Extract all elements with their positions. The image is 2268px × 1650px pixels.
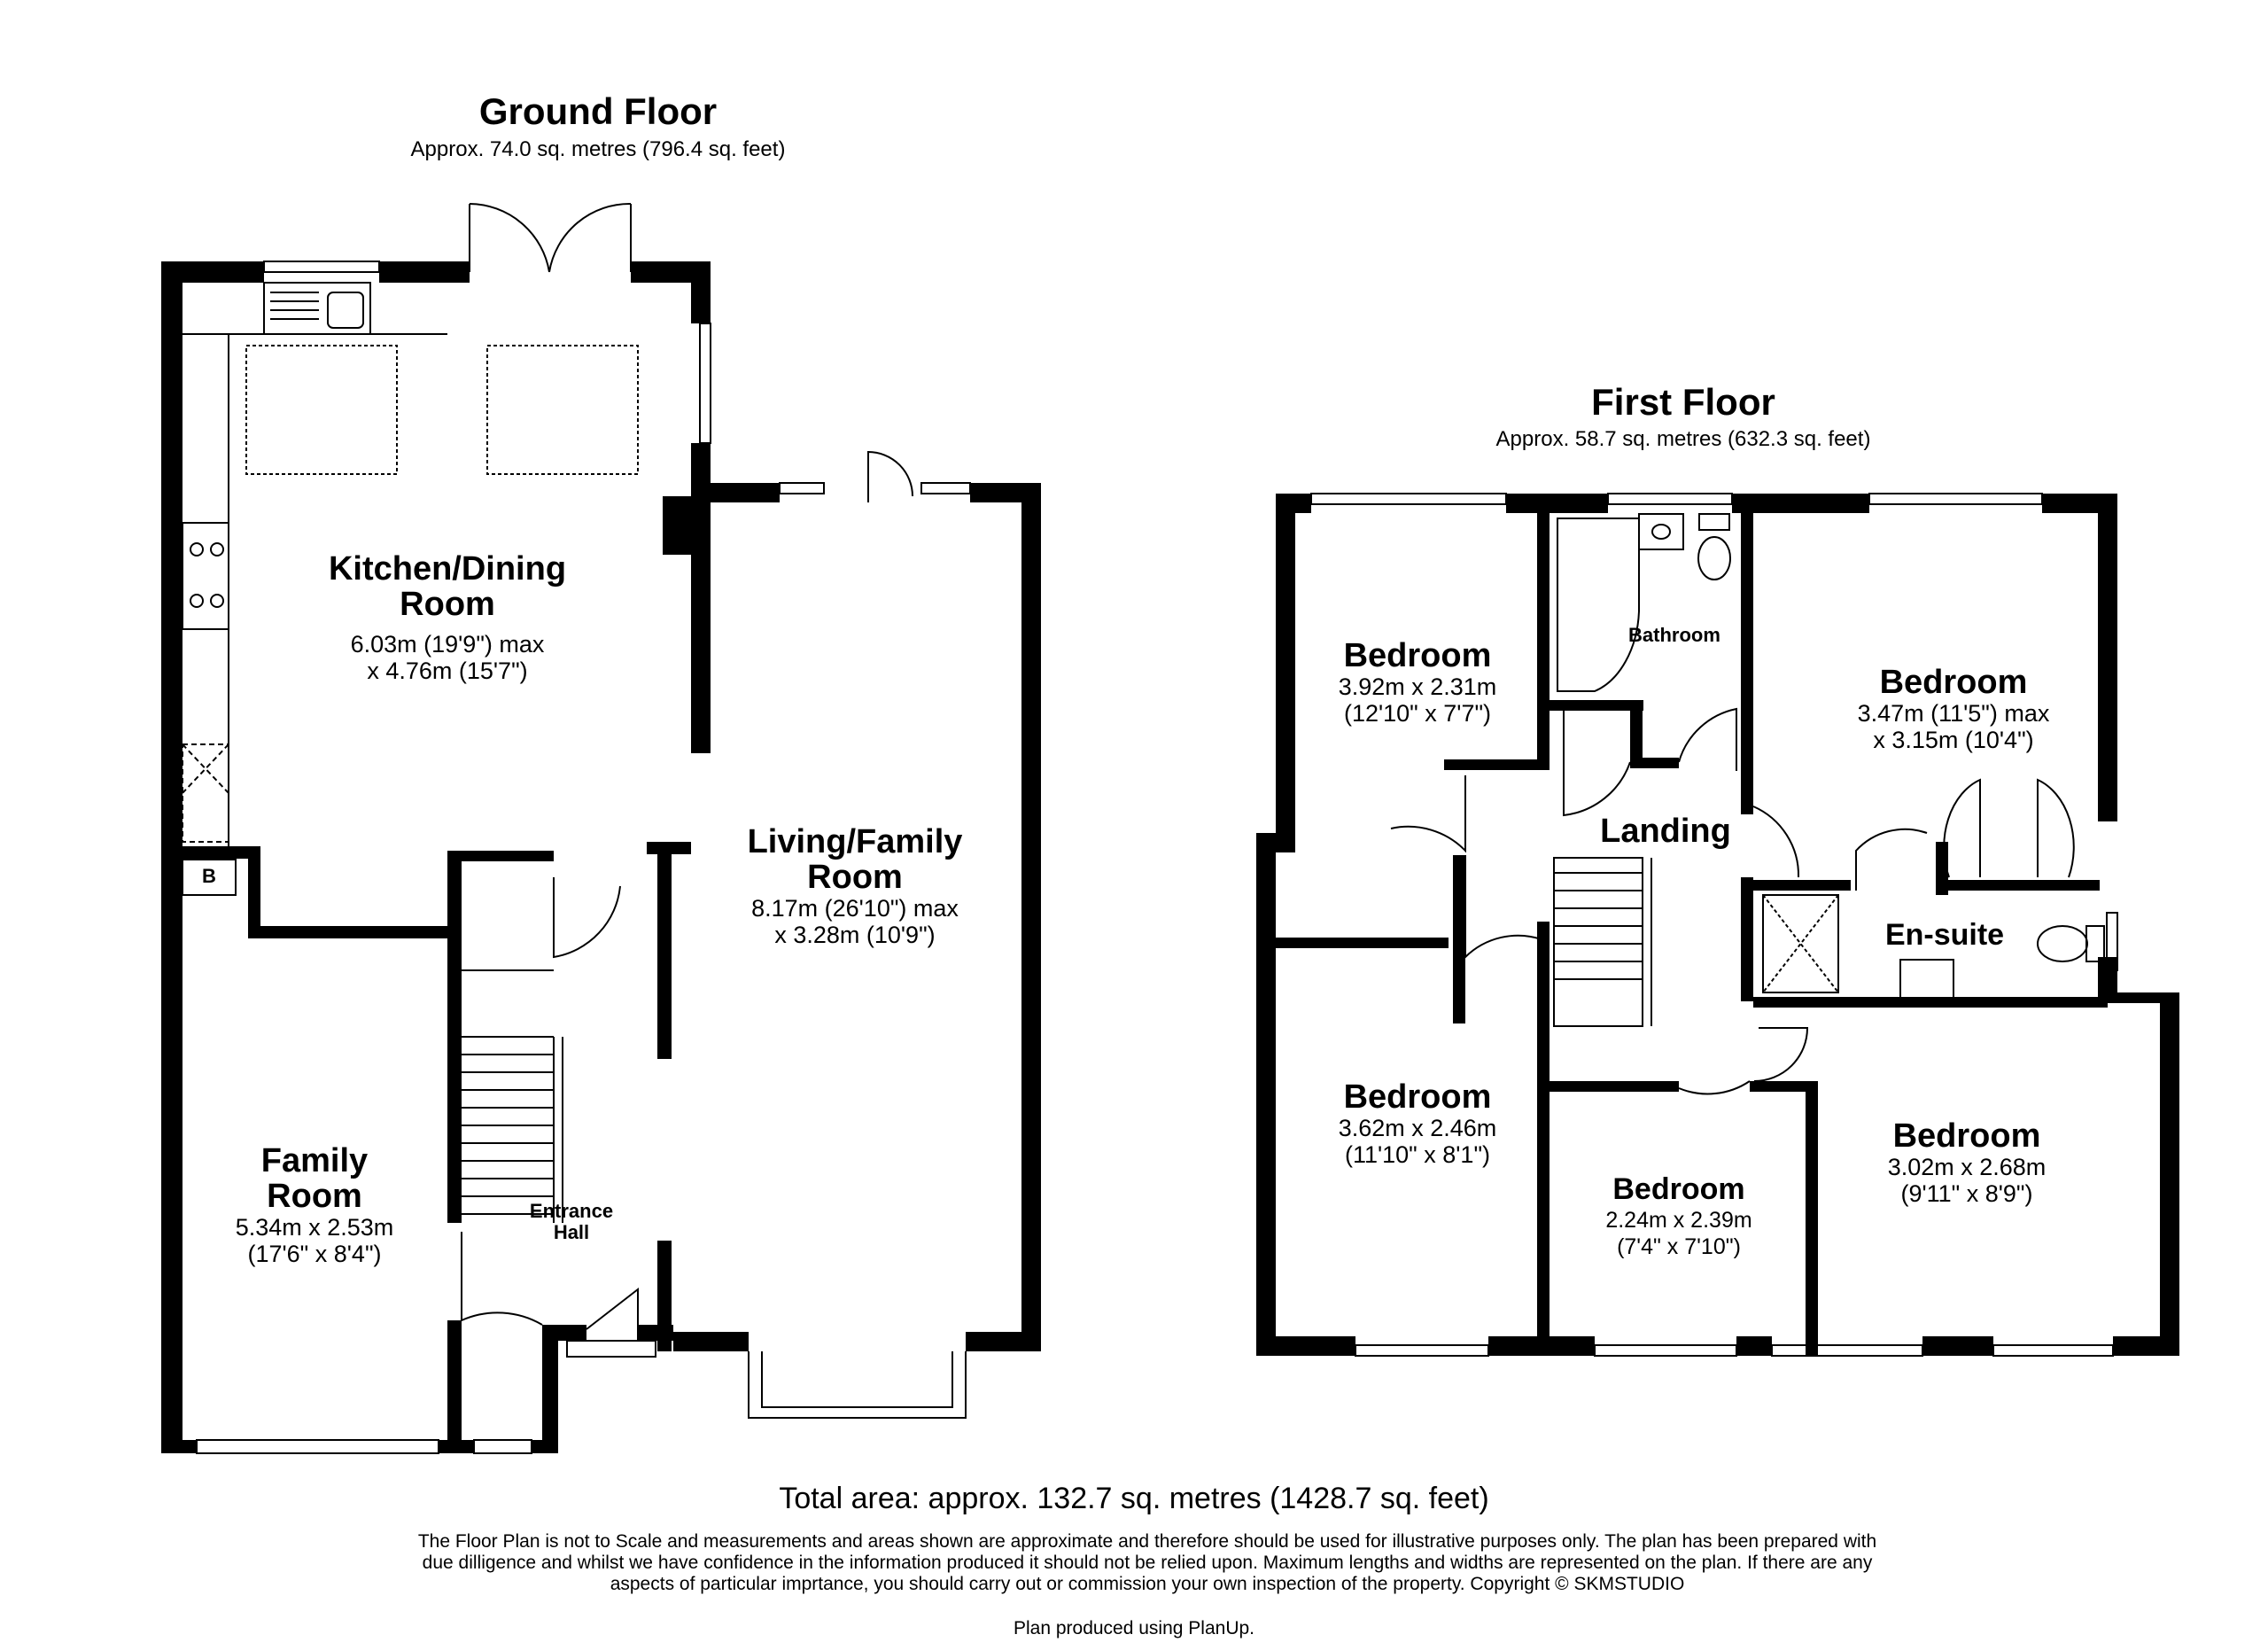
total-area: Total area: approx. 132.7 sq. metres (14… [779, 1482, 1489, 1515]
bathroom-name: Bathroom [1628, 624, 1720, 646]
family-room-dims: 5.34m x 2.53m (17'6" x 8'4") [235, 1214, 394, 1267]
landing-name: Landing [1600, 813, 1731, 850]
bedroom-2-name: Bedroom [1879, 664, 2028, 701]
boiler-label: B [202, 865, 216, 887]
disclaimer-text: The Floor Plan is not to Scale and measu… [417, 1531, 1877, 1594]
ground-floor-walls [161, 261, 1041, 1453]
bedroom-4-name: Bedroom [1612, 1172, 1745, 1206]
bedroom-2-dims: 3.47m (11'5") max x 3.15m (10'4") [1857, 700, 2050, 753]
bedroom-3-dims: 3.62m x 2.46m (11'10" x 8'1") [1338, 1115, 1497, 1168]
living-family-dims: 8.17m (26'10") max x 3.28m (10'9") [751, 895, 959, 948]
ground-floor-fixtures [182, 202, 971, 1454]
bedroom-1-dims: 3.92m x 2.31m (12'10" x 7'7") [1338, 673, 1497, 727]
living-family-name: Living/Family Room [747, 823, 963, 896]
plan-credit: Plan produced using PlanUp. [1013, 1618, 1254, 1638]
first-floor-walls [1256, 494, 2179, 1356]
bedroom-5-name: Bedroom [1892, 1117, 2041, 1155]
ground-floor-title: Ground Floor [478, 90, 718, 132]
ensuite-name: En-suite [1884, 918, 2005, 952]
bedroom-4-dims: 2.24m x 2.39m (7'4" x 7'10") [1605, 1208, 1752, 1259]
kitchen-dining-name: Kitchen/Dining Room [328, 550, 567, 623]
bedroom-3-name: Bedroom [1343, 1078, 1492, 1116]
entrance-hall-name: Entrance Hall [529, 1200, 614, 1243]
first-floor-title: First Floor [1591, 381, 1775, 423]
ground-floor-area: Approx. 74.0 sq. metres (796.4 sq. feet) [410, 137, 786, 161]
first-floor-fixtures [1310, 493, 2118, 1357]
family-room-name: Family Room [260, 1142, 369, 1215]
first-floor-area: Approx. 58.7 sq. metres (632.3 sq. feet) [1495, 427, 1871, 451]
bedroom-5-dims: 3.02m x 2.68m (9'11" x 8'9") [1887, 1154, 2047, 1207]
bedroom-1-name: Bedroom [1343, 637, 1492, 674]
kitchen-dining-dims: 6.03m (19'9") max x 4.76m (15'7") [350, 631, 545, 684]
